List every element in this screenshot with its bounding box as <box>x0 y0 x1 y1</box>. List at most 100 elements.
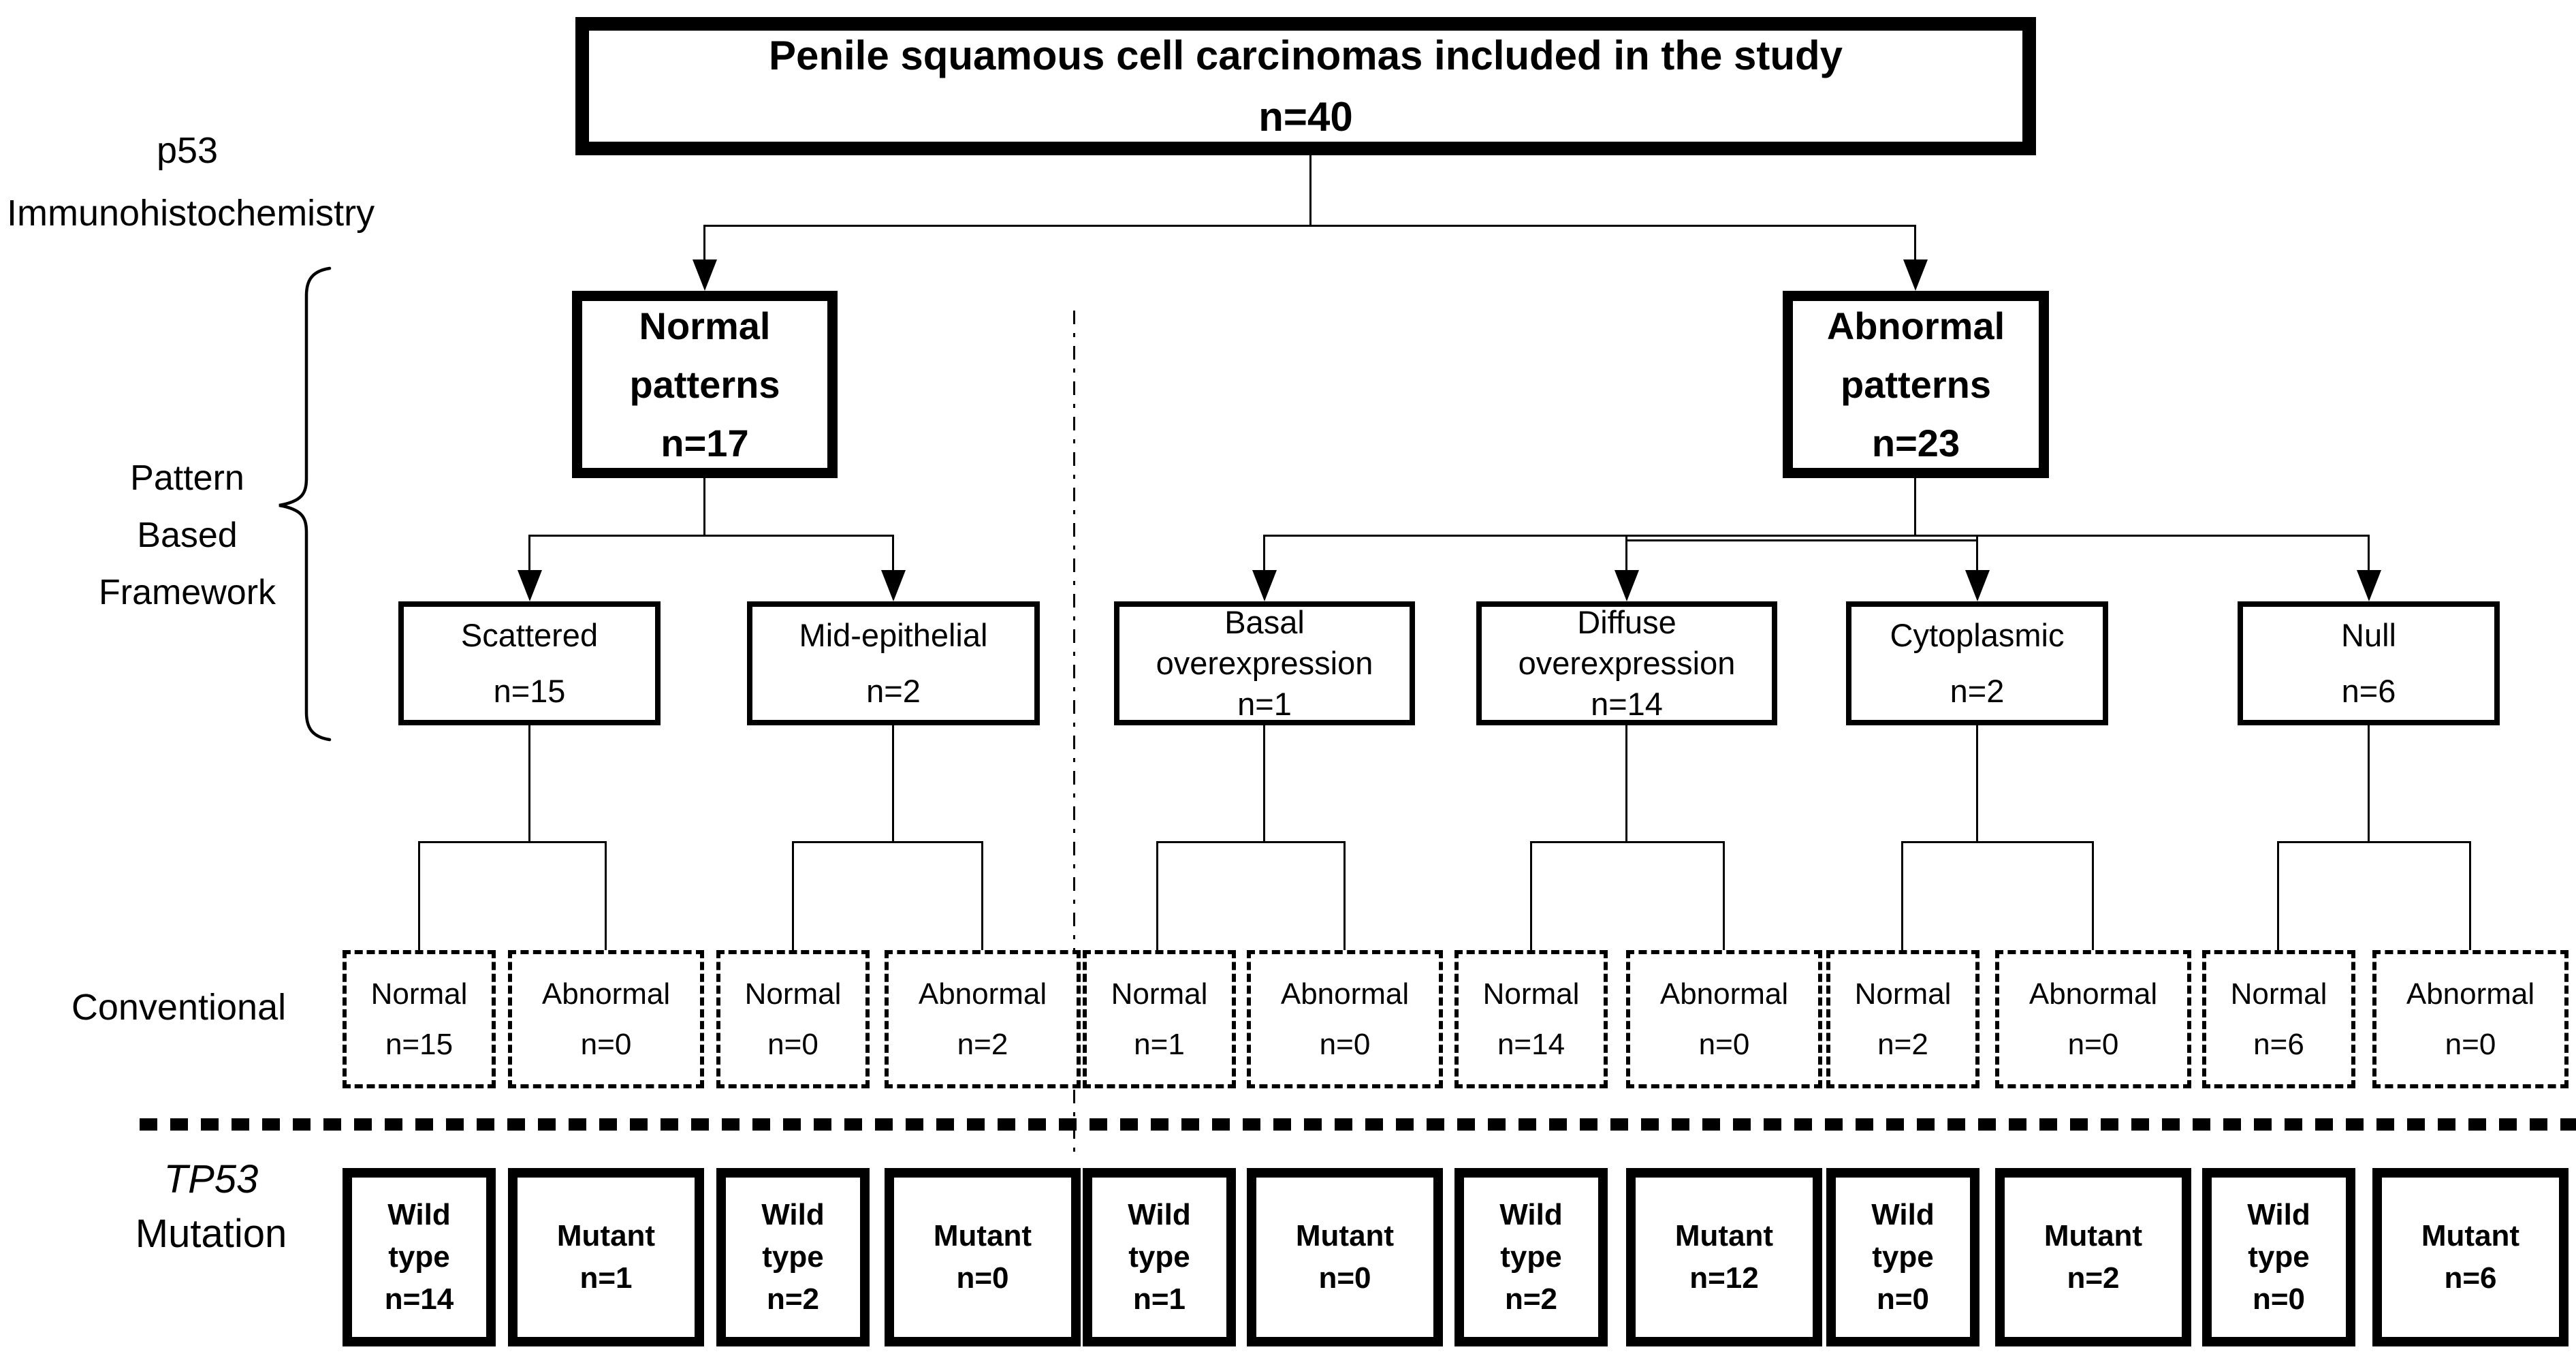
curly-brace <box>279 266 332 742</box>
box-label: Scattered <box>460 617 599 653</box>
arrow-down-icon <box>693 259 717 291</box>
box-count: n=1 <box>1237 686 1292 722</box>
box-label: Mutant <box>933 1219 1032 1252</box>
connector-drop <box>981 841 983 951</box>
box-label: Abnormal <box>541 977 671 1011</box>
box-count: n=0 <box>2445 1027 2496 1061</box>
connector-drop <box>2277 841 2279 951</box>
conventional-box: Abnormal n=0 <box>1247 950 1443 1088</box>
box-label: Mutant <box>1674 1219 1774 1252</box>
arrow-down-icon <box>2357 570 2381 601</box>
connector-drop <box>892 535 894 572</box>
connector-drop <box>792 841 794 951</box>
mutation-label: Mutation <box>135 1212 287 1256</box>
tp53-box: Mutant n=0 <box>1247 1168 1443 1346</box>
connector-stem <box>1914 478 1916 535</box>
conventional-box: Abnormal n=0 <box>2372 950 2569 1088</box>
box-count: n=0 <box>580 1027 632 1061</box>
box-label: Cytoplasmic <box>1890 617 2065 653</box>
box-label: Abnormal <box>918 977 1047 1011</box>
box-count: n=0 <box>767 1027 818 1061</box>
row-label-conventional: Conventional <box>41 986 317 1028</box>
cytoplasmic-box: Cytoplasmic n=2 <box>1846 601 2108 725</box>
box-count: n=12 <box>1689 1261 1759 1295</box>
arrow-down-icon <box>881 570 906 601</box>
conventional-label-line: Conventional <box>71 987 287 1028</box>
connector-bar <box>1627 539 1978 541</box>
abnormal-patterns-box: Abnormal patterns n=23 <box>1783 291 2049 478</box>
arrow-down-icon <box>1252 570 1277 601</box>
box-label: Normal <box>1111 977 1208 1011</box>
tp53-box: Wild type n=2 <box>716 1168 870 1346</box>
connector-bar <box>1265 535 2370 537</box>
box-count: n=2 <box>1950 673 2005 709</box>
connector-drop <box>1723 841 1725 951</box>
box-count: n=14 <box>384 1282 454 1316</box>
conventional-box: Normal n=2 <box>1826 950 1979 1088</box>
box-label: type <box>2248 1240 2310 1274</box>
tp53-box: Wild type n=2 <box>1454 1168 1608 1346</box>
connector-stem <box>703 478 705 535</box>
box-count: n=1 <box>1134 1027 1185 1061</box>
basal-overexpression-box: Basal overexpression n=1 <box>1114 601 1415 725</box>
tp53-box: Wild type n=1 <box>1083 1168 1236 1346</box>
tp53-gene-label: TP53 <box>163 1157 259 1201</box>
box-label: Normal <box>744 977 842 1011</box>
connector-stem <box>528 725 530 842</box>
connector-drop <box>1530 841 1532 951</box>
box-label: patterns <box>1841 362 1991 406</box>
box-count: n=2 <box>2067 1261 2120 1295</box>
connector-stem <box>892 725 894 842</box>
study-total-box: Penile squamous cell carcinomas included… <box>575 17 2036 155</box>
box-label: Abnormal <box>1280 977 1410 1011</box>
connector-top-stem <box>1309 155 1311 225</box>
box-label: type <box>1872 1240 1934 1274</box>
ihc-label-line: Immunohistochemistry <box>7 193 375 234</box>
normal-patterns-box: Normal patterns n=17 <box>572 291 838 478</box>
row-label-tp53-mutation: TP53 Mutation <box>75 1152 347 1261</box>
connector-abnormal-drop <box>1914 225 1916 262</box>
tp53-box: Wild type n=14 <box>343 1168 496 1346</box>
connector-stem <box>1625 725 1627 842</box>
box-count: n=17 <box>661 421 749 464</box>
row-label-p53-ihc: p53 Immunohistochemistry <box>7 119 375 245</box>
box-count: n=0 <box>2067 1027 2119 1061</box>
box-label: Wild <box>1499 1198 1563 1231</box>
mid-epithelial-box: Mid-epithelial n=2 <box>747 601 1040 725</box>
connector-drop <box>2368 535 2370 572</box>
box-label: Mid-epithelial <box>799 617 988 653</box>
box-label: Mutant <box>2421 1219 2520 1252</box>
connector-drop <box>605 841 607 951</box>
box-label: Wild <box>2247 1198 2310 1231</box>
box-label: type <box>1128 1240 1190 1274</box>
conventional-box: Normal n=6 <box>2202 950 2355 1088</box>
connector-stem <box>1976 725 1978 842</box>
connector-drop <box>418 841 420 951</box>
box-label: Mutant <box>556 1219 656 1252</box>
tp53-box: Wild type n=0 <box>2202 1168 2355 1346</box>
box-label: type <box>388 1240 450 1274</box>
arrow-down-icon <box>518 570 542 601</box>
connector-drop <box>2469 841 2471 951</box>
box-label: Wild <box>387 1198 451 1231</box>
box-label: patterns <box>629 362 780 406</box>
tp53-box: Wild type n=0 <box>1826 1168 1979 1346</box>
connector-drop <box>1156 841 1158 951</box>
connector-bar <box>1158 841 1345 843</box>
connector-stem <box>1263 725 1265 842</box>
conventional-box: Normal n=0 <box>716 950 870 1088</box>
box-count: n=1 <box>1132 1282 1186 1316</box>
box-count: n=14 <box>1497 1027 1565 1061</box>
box-label: Normal <box>1482 977 1580 1011</box>
box-count: n=23 <box>1871 421 1960 464</box>
box-label: Null <box>2341 617 2396 653</box>
normal-abnormal-divider <box>1073 311 1075 1158</box>
connector-bar <box>1903 841 2093 843</box>
box-label: Normal <box>370 977 468 1011</box>
connector-normal-drop <box>703 225 705 262</box>
connector-drop <box>2092 841 2094 951</box>
box-label: Basal <box>1224 604 1305 640</box>
box-count: n=0 <box>956 1261 1009 1295</box>
tp53-box: Mutant n=0 <box>885 1168 1081 1346</box>
box-count: n=2 <box>766 1282 820 1316</box>
